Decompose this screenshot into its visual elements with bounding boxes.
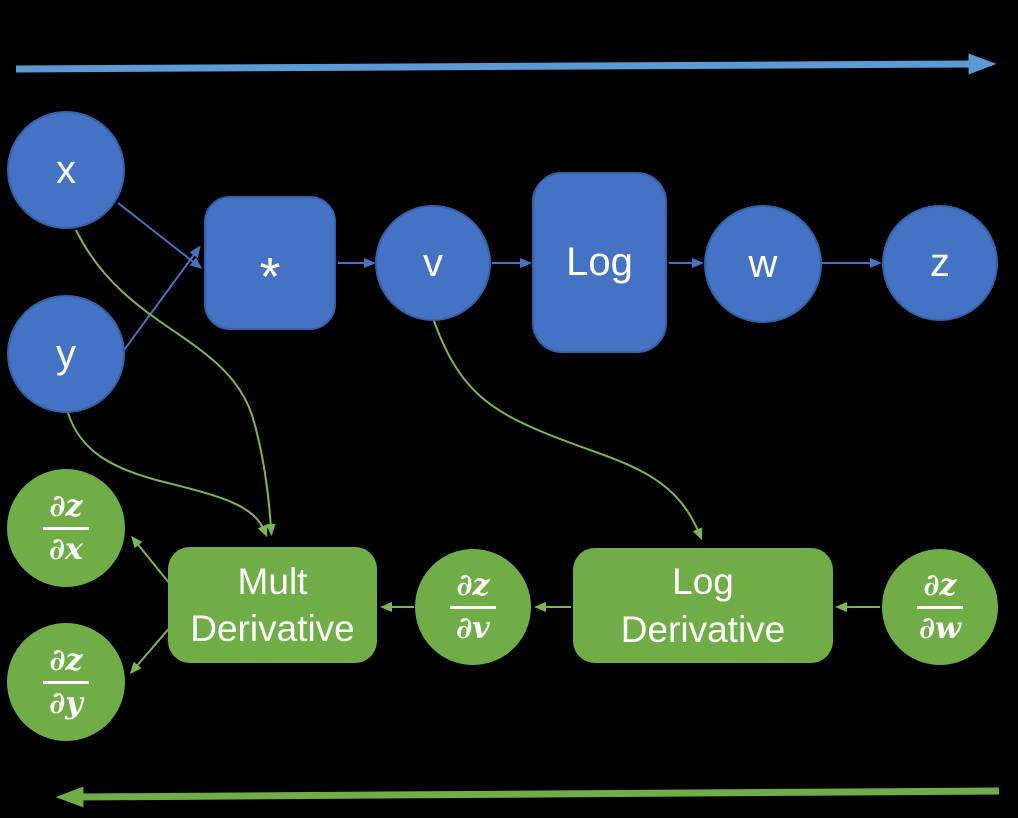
log-derivative-line1: Log [672,561,734,603]
log-derivative-label: Log Derivative [621,558,786,653]
edge-x-to-mult-op [117,202,203,269]
node-dz-dx: ∂z ∂x [7,469,125,587]
mult-derivative-line1: Mult [237,560,308,602]
mult-derivative-line2: Derivative [190,608,355,649]
edge-v-to-log-derivative [432,317,703,541]
mult-derivative-label: Mult Derivative [190,558,355,653]
node-z: z [882,205,998,321]
dz-dv-fraction: ∂z ∂v [450,570,496,646]
node-y-label: y [56,331,76,376]
node-dz-dy: ∂z ∂y [7,623,125,741]
edge-y-to-mult-derivative [67,412,268,538]
dz-dy-denominator: ∂y [49,685,83,721]
dz-dy-fraction: ∂z ∂y [43,645,89,721]
dz-dw-denominator: ∂w [919,610,961,646]
node-log-op: Log [532,172,667,353]
node-log-derivative: Log Derivative [573,548,833,663]
dz-dv-numerator: ∂z [450,570,496,609]
node-v: v [375,205,491,321]
edge-y-to-mult-op [118,245,201,358]
dz-dw-numerator: ∂z [917,570,963,609]
dz-dx-fraction: ∂z ∂x [43,491,89,567]
dz-dx-denominator: ∂x [49,531,83,567]
node-x-label: x [56,147,76,192]
dz-dy-numerator: ∂z [43,645,89,684]
node-y: y [7,295,125,413]
node-w-label: w [748,241,778,286]
dz-dx-numerator: ∂z [43,491,89,530]
backward-pass-arrow [55,786,1000,808]
dz-dv-denominator: ∂v [456,610,490,646]
node-dz-dw: ∂z ∂w [882,549,998,665]
node-v-label: v [423,240,443,285]
edge-x-to-mult-derivative [75,229,276,536]
node-z-label: z [930,240,950,285]
forward-pass-arrow [15,53,997,75]
mult-op-label: * [259,247,281,307]
log-op-label: Log [566,240,633,284]
node-w: w [704,205,822,323]
node-x: x [7,111,125,229]
log-derivative-line2: Derivative [620,608,786,650]
node-dz-dv: ∂z ∂v [415,549,531,665]
node-mult-derivative: Mult Derivative [168,547,377,663]
dz-dw-fraction: ∂z ∂w [917,570,963,646]
node-mult-op: * [204,196,336,330]
